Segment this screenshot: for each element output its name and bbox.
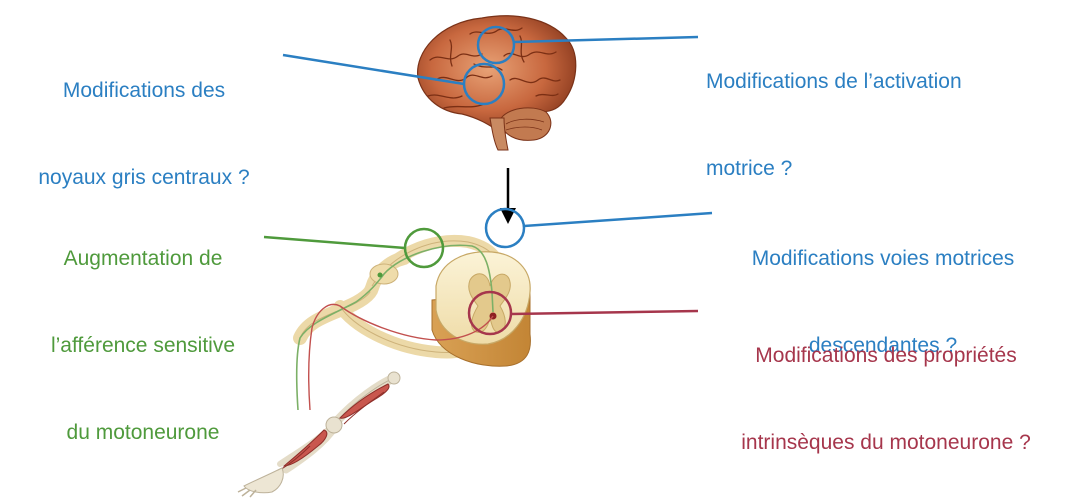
brain-illustration (418, 16, 576, 150)
basal-ganglia-line1: Modifications des (8, 76, 280, 105)
descending-pathways-connector (524, 213, 712, 226)
sensory-afference-line1: Augmentation de (24, 244, 262, 273)
motoneuron-properties-annotation: Modifications des propriétés intrinsèque… (704, 283, 1068, 503)
motoneuron-properties-line1: Modifications des propriétés (704, 341, 1068, 370)
spinal-cord-section-illustration (300, 241, 530, 366)
sensory-afference-line3: du motoneurone (24, 418, 262, 447)
sensory-afference-line2: l’afférence sensitive (24, 331, 262, 360)
descending-pathways-line1: Modifications voies motrices (716, 244, 1050, 273)
sensory-afference-connector (264, 237, 405, 248)
motoneuron-properties-line2: intrinsèques du motoneurone ? (704, 428, 1068, 457)
motoneuron-connector (511, 311, 698, 314)
motor-activation-line1: Modifications de l’activation (706, 67, 962, 96)
leg-muscles-illustration (238, 372, 400, 497)
descending-arrow (500, 168, 516, 224)
motor-activation-line2: motrice ? (706, 154, 962, 183)
sensory-afference-annotation: Augmentation de l’afférence sensitive du… (24, 186, 262, 503)
